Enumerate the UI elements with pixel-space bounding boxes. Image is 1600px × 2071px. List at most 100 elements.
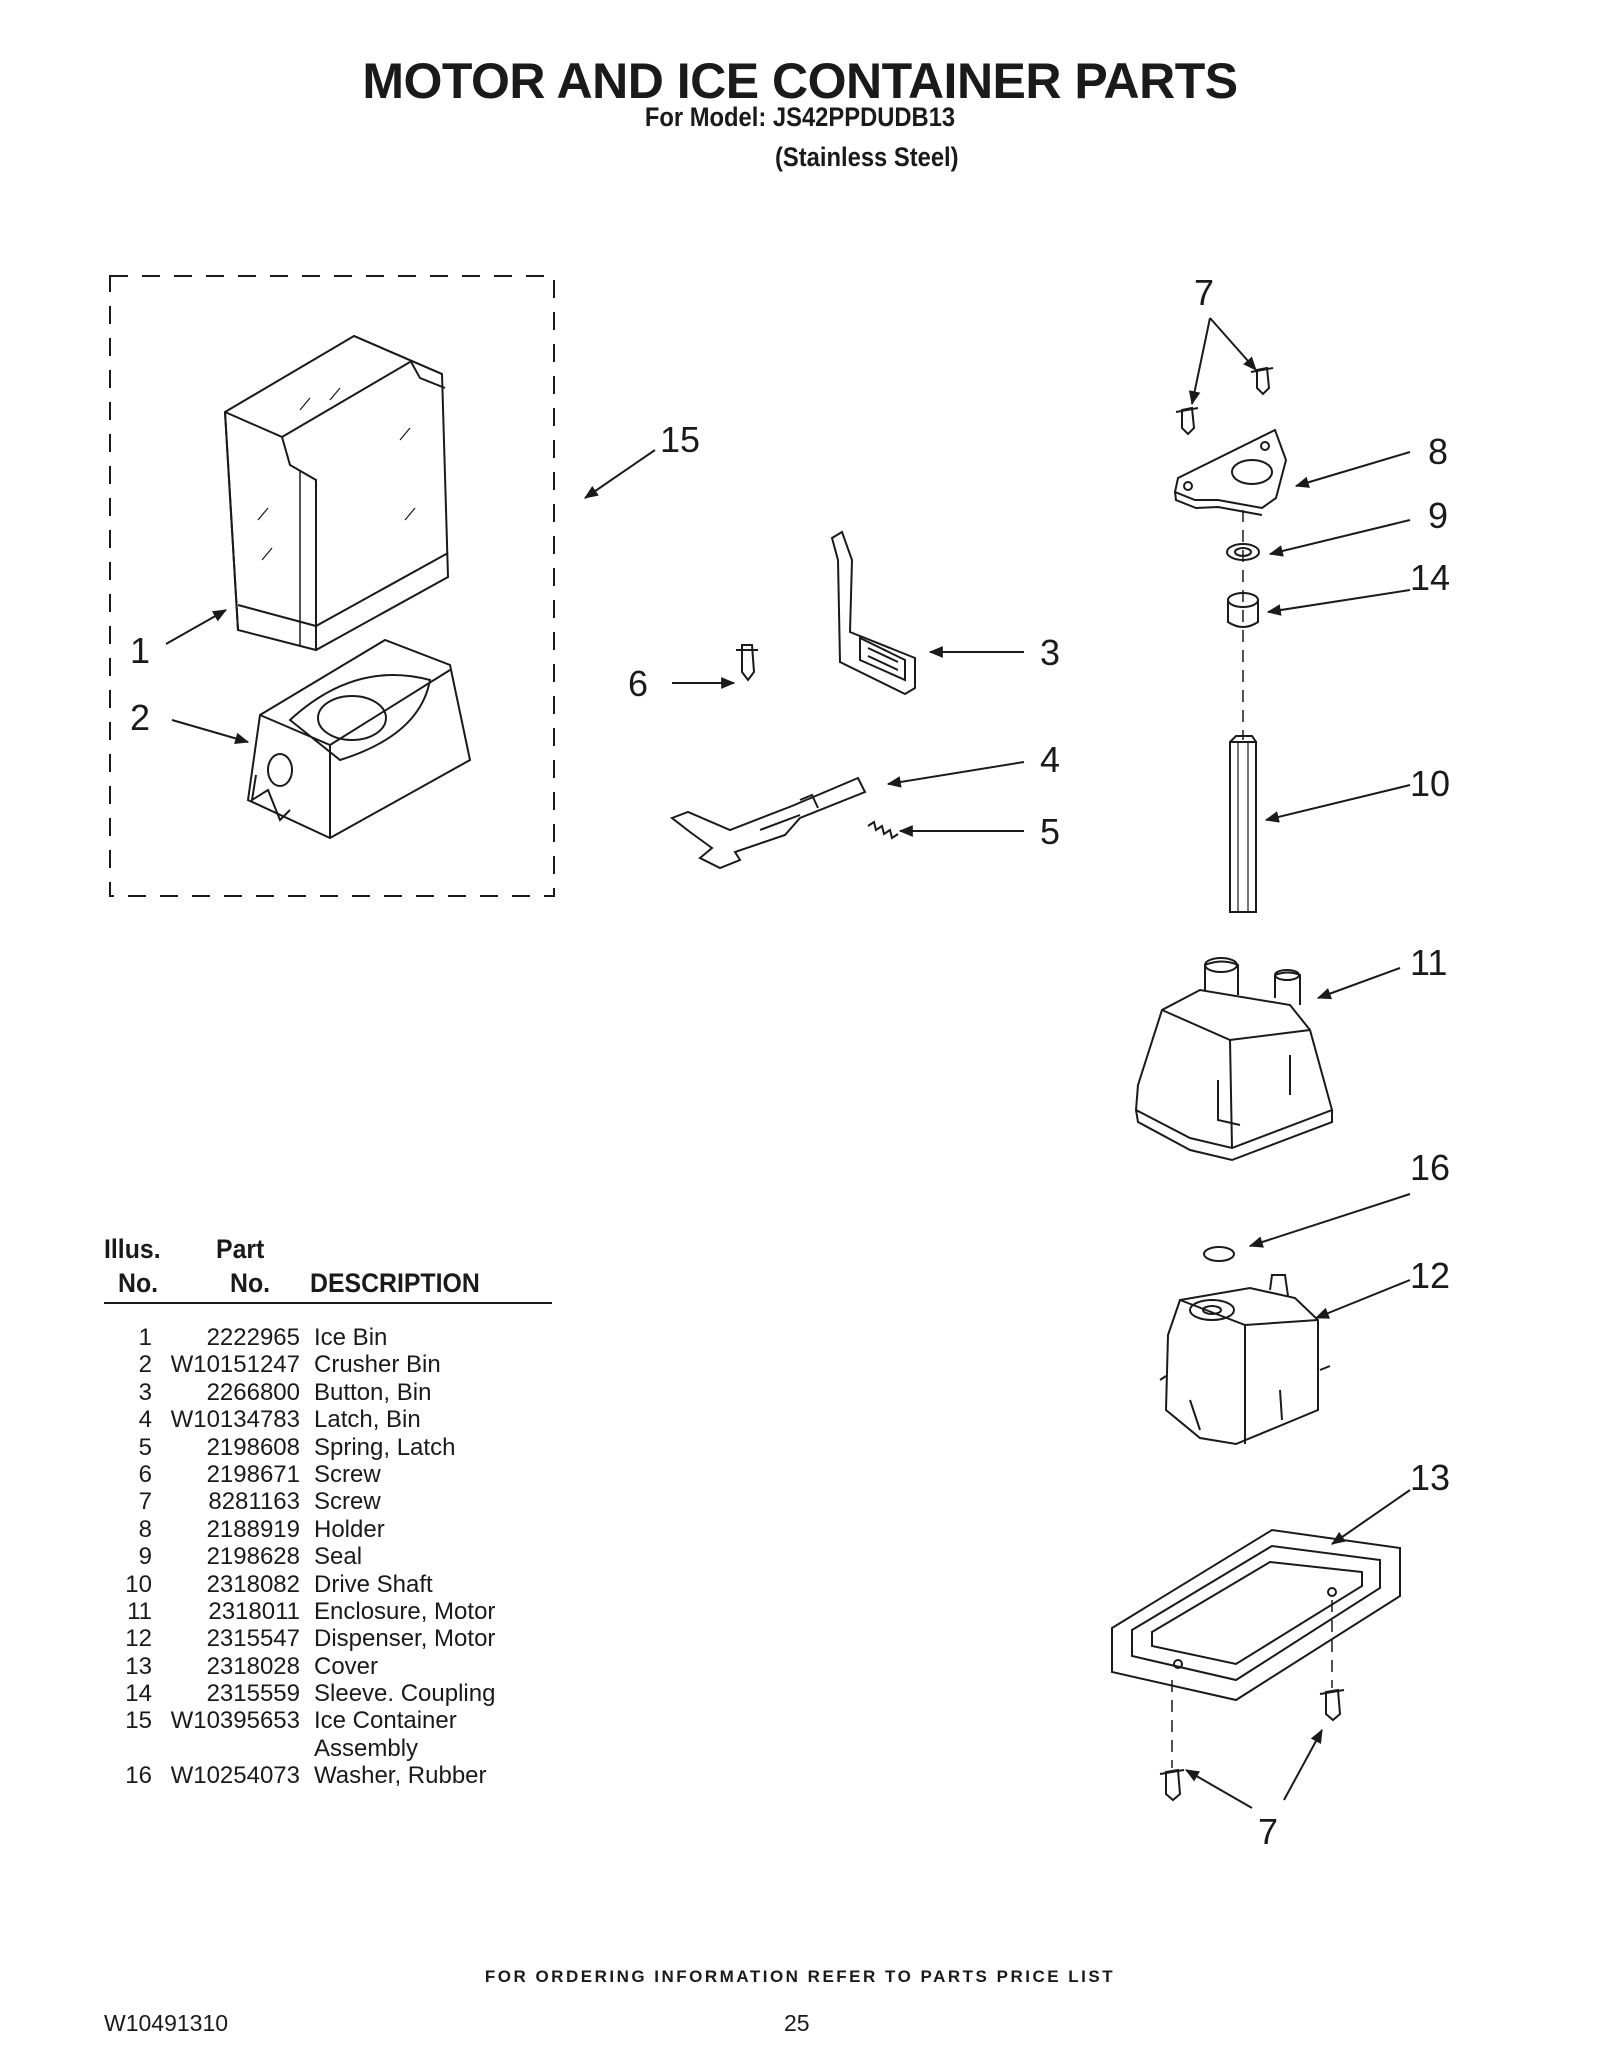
callout-9: 9 [1428, 495, 1448, 536]
table-row: 1 2222965 Ice Bin [104, 1324, 704, 1351]
part-no-cell: 2266800 [206, 1378, 300, 1406]
illus-no-cell: 7 [138, 1488, 152, 1516]
enclosure-motor-drawing [1134, 957, 1334, 1162]
callout-2: 2 [130, 697, 150, 738]
drive-shaft-drawing [1229, 735, 1257, 913]
part-no-cell: W10254073 [170, 1762, 300, 1790]
spring-latch-drawing [867, 820, 899, 840]
latch-bin-drawing [669, 776, 867, 870]
table-row: 10 2318082 Drive Shaft [104, 1571, 704, 1598]
illus-no-cell: 8 [138, 1515, 152, 1543]
description-cell: Cover [314, 1652, 379, 1680]
ice-bin-drawing [223, 334, 450, 652]
model-line: For Model: JS42PPDUDB13 [644, 102, 956, 132]
callout-10: 10 [1410, 763, 1450, 804]
callout-11: 11 [1410, 942, 1447, 983]
part-no-cell: 2198671 [206, 1460, 300, 1488]
illus-no-cell: 16 [125, 1762, 152, 1790]
header-illus-bottom: No. [118, 1268, 159, 1298]
description-cell: Dispenser, Motor [314, 1625, 496, 1653]
leader-arrows [165, 317, 1411, 1809]
dispenser-motor-drawing [1159, 1274, 1331, 1446]
part-no-cell: 2318082 [206, 1570, 300, 1598]
washer-rubber-drawing [1203, 1246, 1235, 1262]
description-cell: Spring, Latch [314, 1433, 456, 1461]
callout-1: 1 [130, 630, 150, 671]
color-line: (Stainless Steel) [775, 142, 959, 172]
illus-no-cell: 12 [125, 1625, 152, 1653]
callout-15: 15 [660, 419, 700, 460]
table-row: 13 2318028 Cover [104, 1653, 704, 1680]
description-cell: Button, Bin [314, 1378, 432, 1406]
ice-container-assembly-boundary [109, 275, 555, 897]
screw-7-bottom-drawing [1159, 1688, 1345, 1802]
callout-7-top: 7 [1194, 272, 1214, 313]
table-row: 4 W10134783 Latch, Bin [104, 1406, 704, 1433]
callout-3: 3 [1040, 632, 1060, 673]
illus-no-cell: 4 [138, 1406, 152, 1434]
header-description: DESCRIPTION [310, 1268, 480, 1298]
button-bin-drawing [830, 530, 916, 696]
callout-labels: 15 1 2 6 3 4 5 7 8 9 14 10 11 16 12 13 7 [130, 272, 1450, 1852]
callout-14: 14 [1410, 557, 1450, 598]
parts-table-header: Illus. No. Part No. DESCRIPTION [104, 1228, 552, 1304]
description-cell: Screw [314, 1460, 381, 1488]
illus-no-cell: 2 [138, 1351, 152, 1379]
part-no-cell: W10151247 [170, 1351, 300, 1379]
part-no-cell: W10395653 [170, 1707, 300, 1735]
ordering-note: FOR ORDERING INFORMATION REFER TO PARTS … [484, 1967, 1116, 1986]
illus-no-cell: 3 [138, 1378, 152, 1406]
parts-table: Illus. No. Part No. DESCRIPTION 1 2222965… [104, 1228, 552, 1789]
cover-drawing [1111, 1528, 1401, 1702]
part-no-cell: 2198608 [206, 1433, 300, 1461]
description-cell: Enclosure, Motor [314, 1597, 496, 1625]
description-cell: Latch, Bin [314, 1406, 421, 1434]
page-title: MOTOR AND ICE CONTAINER PARTS [362, 53, 1238, 109]
screw-6-drawing [736, 644, 758, 682]
callout-6: 6 [628, 663, 648, 704]
description-cell: Washer, Rubber [314, 1762, 487, 1790]
description-cell: Ice Bin [314, 1324, 388, 1351]
exploded-parts-diagram: 15 1 2 6 3 4 5 7 8 9 14 10 11 16 12 13 7 [109, 272, 1450, 1852]
part-no-cell: 2318028 [206, 1652, 300, 1680]
part-no-cell: 2318011 [208, 1597, 300, 1625]
callout-5: 5 [1040, 811, 1060, 852]
part-no-cell: 2315547 [206, 1625, 300, 1653]
description-cell: Screw [314, 1488, 381, 1516]
page-number: 25 [784, 2010, 810, 2036]
illus-no-cell: 10 [125, 1570, 152, 1598]
table-row: 5 2198608 Spring, Latch [104, 1434, 704, 1461]
illus-no-cell: 13 [125, 1652, 152, 1680]
callout-7-bottom: 7 [1258, 1811, 1278, 1852]
illus-no-cell: 1 [138, 1324, 152, 1351]
table-row: 6 2198671 Screw [104, 1461, 704, 1488]
part-no-cell: 8281163 [208, 1488, 300, 1516]
description-cell: Drive Shaft [314, 1570, 433, 1598]
header-part-bottom: No. [230, 1268, 271, 1298]
header-part-top: Part [216, 1234, 265, 1264]
part-no-cell: 2222965 [206, 1324, 300, 1351]
illus-no-cell: 6 [138, 1460, 152, 1488]
callout-12: 12 [1410, 1255, 1450, 1296]
description-cell: Ice Container Assembly [314, 1707, 457, 1762]
part-no-cell: W10134783 [170, 1406, 300, 1434]
header-illus-top: Illus. [104, 1234, 161, 1264]
illus-no-cell: 9 [138, 1543, 152, 1571]
description-cell: Holder [314, 1515, 385, 1543]
table-row: 16 W10254073 Washer, Rubber [104, 1762, 704, 1789]
callout-4: 4 [1040, 739, 1060, 780]
callout-13: 13 [1410, 1457, 1450, 1498]
document-number: W10491310 [104, 2010, 229, 2036]
illus-no-cell: 14 [125, 1680, 152, 1708]
table-row: 3 2266800 Button, Bin [104, 1379, 704, 1406]
description-cell: Seal [314, 1543, 363, 1571]
illus-no-cell: 5 [138, 1433, 152, 1461]
callout-8: 8 [1428, 431, 1448, 472]
callout-16: 16 [1410, 1147, 1450, 1188]
